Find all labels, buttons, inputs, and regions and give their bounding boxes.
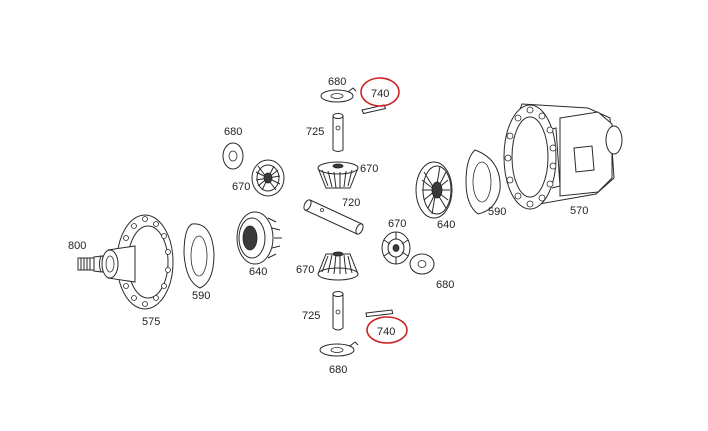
label-720: 720 (342, 197, 360, 209)
label-640-left: 640 (249, 266, 267, 278)
part-590-right-washer (465, 149, 501, 215)
part-575-cover (101, 214, 174, 310)
label-740-top: 740 (371, 88, 389, 100)
label-590-left: 590 (192, 290, 210, 302)
part-680-top-washer (320, 87, 357, 103)
part-640-right-gear (415, 161, 453, 219)
part-670-top-gear (317, 161, 359, 189)
label-800: 800 (68, 240, 86, 252)
part-725-bottom-shaft (332, 291, 344, 331)
highlight-740-bottom (366, 316, 408, 344)
part-670-left-gear (251, 159, 285, 197)
part-800-bolt (77, 255, 105, 273)
label-590-right: 590 (488, 206, 506, 218)
label-575: 575 (142, 316, 160, 328)
label-725-top: 725 (306, 126, 324, 138)
label-725-bottom: 725 (302, 310, 320, 322)
part-720-cross-pin (303, 199, 364, 235)
part-670-bottom-gear (317, 251, 359, 281)
part-590-left-washer (183, 223, 215, 289)
label-570: 570 (570, 205, 588, 217)
part-680-right-washer (409, 253, 435, 275)
label-670-right: 670 (388, 218, 406, 230)
label-680-top: 680 (328, 76, 346, 88)
label-680-bottom: 680 (329, 364, 347, 376)
label-680-left: 680 (224, 126, 242, 138)
part-570-housing (503, 103, 623, 210)
label-670-left: 670 (232, 181, 250, 193)
part-740-top-pin (361, 104, 387, 115)
label-740-bottom: 740 (377, 326, 395, 338)
housing-bolt-holes (504, 106, 557, 208)
cover-bolt-holes (123, 216, 171, 307)
part-670-right-gear (381, 231, 411, 265)
part-680-bottom-washer (319, 341, 359, 357)
label-640-right: 640 (437, 219, 455, 231)
part-680-left-washer (222, 142, 244, 170)
label-680-right: 680 (436, 279, 454, 291)
label-670-top: 670 (360, 163, 378, 175)
label-670-bottom: 670 (296, 264, 314, 276)
part-740-bottom-pin (365, 309, 394, 318)
highlight-740-top (360, 77, 400, 107)
part-725-top-shaft (332, 113, 344, 152)
part-640-left-gear (236, 211, 282, 265)
